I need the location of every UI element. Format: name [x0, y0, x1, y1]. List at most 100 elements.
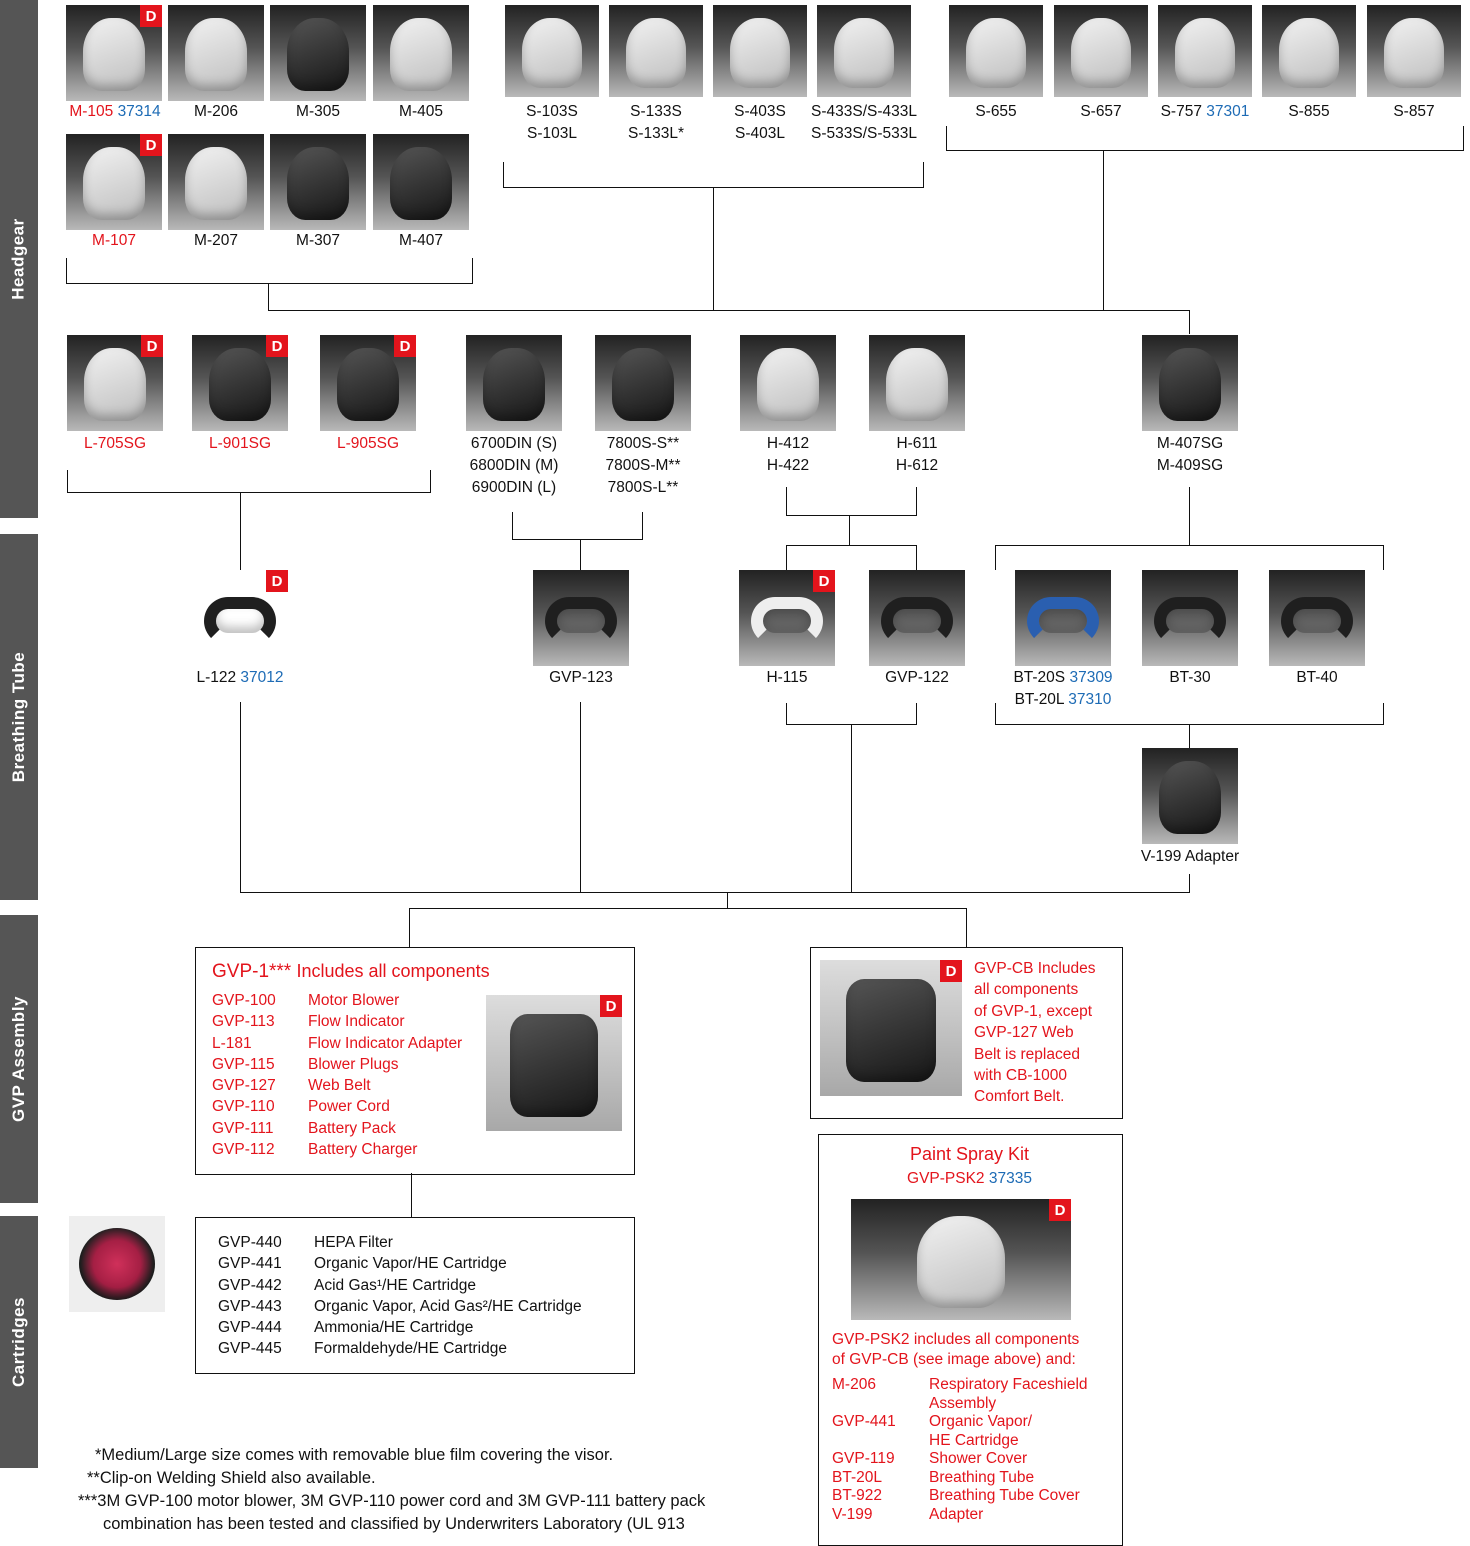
footnote-3: ***3M GVP-100 motor blower, 3M GVP-110 p…: [78, 1492, 706, 1510]
gvp1-part-desc: Flow Indicator Adapter: [308, 1034, 463, 1052]
product-image-s433: [817, 5, 911, 97]
cartridge-item-code: GVP-440: [218, 1234, 282, 1251]
product-image-gvp123: [533, 570, 629, 666]
gvp1-part-code: GVP-100: [212, 992, 276, 1009]
cartridge-item-desc: Ammonia/HE Cartridge: [314, 1319, 474, 1337]
discontinued-badge: D: [1049, 1199, 1071, 1221]
product-image-m407: [373, 134, 469, 230]
gvp1-part: GVP-112 Battery Charger: [212, 1139, 462, 1160]
paint-kit-part-desc: Adapter: [929, 1505, 984, 1523]
product-image-h412: [740, 335, 836, 431]
sidebar-label: Cartridges: [9, 1296, 28, 1388]
product-image-v199: [1142, 748, 1238, 844]
gvp1-part-code: GVP-115: [212, 1055, 275, 1073]
product-label-gvp122: GVP-122: [885, 669, 949, 686]
footnote-1: *Medium/Large size comes with removable …: [95, 1446, 614, 1464]
gvp1-part-desc: Battery Charger: [308, 1141, 418, 1159]
cartridge-item-desc: HEPA Filter: [314, 1234, 393, 1251]
product-image-m307: [270, 134, 366, 230]
product-image-m207: [168, 134, 264, 230]
sidebar-label: GVP Assembly: [9, 995, 29, 1123]
product-label-m105: M-105 37314: [69, 103, 161, 120]
discontinued-badge: D: [813, 570, 835, 592]
product-image-m206: [168, 5, 264, 101]
product-image-h611: [869, 335, 965, 431]
footnote-4: combination has been tested and classifi…: [103, 1515, 685, 1533]
gvp1-part-code: GVP-111: [212, 1119, 274, 1137]
cartridge-item: GVP-440 HEPA Filter: [218, 1232, 582, 1253]
paint-kit-model: GVP-PSK2 37335: [907, 1170, 1032, 1187]
cartridge-item-code: GVP-441: [218, 1255, 282, 1273]
product-label-s855: S-855: [1288, 103, 1330, 120]
gvpcb-line: GVP-127 Web: [974, 1024, 1074, 1042]
product-image-6700din: [466, 335, 562, 431]
paint-kit-part-desc: Organic Vapor/HE Cartridge: [929, 1413, 1033, 1449]
product-label-gvp123: GVP-123: [549, 669, 613, 686]
paint-kit-part-code: GVP-441: [832, 1413, 896, 1430]
gvp1-part-code: GVP-127: [212, 1077, 276, 1095]
sidebar-headgear: Headgear: [0, 0, 38, 518]
sidebar-label: Headgear: [9, 218, 29, 300]
product-label-s657: S-657: [1080, 103, 1122, 120]
product-label-m305: M-305: [296, 103, 340, 120]
paint-kit-part: GVP-441 Organic Vapor/HE Cartridge: [832, 1413, 1088, 1450]
sidebar-breathing-tube: Breathing Tube: [0, 534, 38, 900]
product-image-cartridge: [69, 1216, 165, 1312]
sidebar-label: Breathing Tube: [9, 651, 29, 783]
product-image-l905: D: [320, 335, 416, 431]
discontinued-badge: D: [140, 5, 162, 27]
product-label-l901: L-901SG: [208, 435, 272, 452]
product-label-m206: M-206: [194, 103, 238, 120]
cartridges-box: [195, 1217, 635, 1374]
product-label-bt40: BT-40: [1296, 669, 1338, 686]
product-image-bt20: [1015, 570, 1111, 666]
product-image-gvp-psk2: D: [851, 1199, 1071, 1320]
gvp1-part-desc: Web Belt: [308, 1077, 371, 1095]
product-image-bt30: [1142, 570, 1238, 666]
product-image-s655: [949, 5, 1043, 97]
cartridge-item-desc: Acid Gas¹/HE Cartridge: [314, 1276, 476, 1294]
product-image-h115: D: [739, 570, 835, 666]
paint-kit-part-desc: Shower Cover: [929, 1450, 1028, 1467]
product-image-l901: D: [192, 335, 288, 431]
gvp1-title: GVP-1*** Includes all components: [212, 961, 490, 982]
product-label-s655: S-655: [975, 103, 1017, 120]
discontinued-badge: D: [600, 995, 622, 1017]
gvpcb-line: all components: [974, 981, 1079, 999]
gvpcb-line: with CB-1000: [974, 1067, 1068, 1085]
gvp1-part-code: GVP-112: [212, 1141, 275, 1159]
product-label-m107: M-107: [92, 232, 136, 249]
gvpcb-line: of GVP-1, except: [974, 1002, 1093, 1020]
gvp1-part: GVP-100 Motor Blower: [212, 990, 462, 1011]
product-label-m307: M-307: [296, 232, 340, 249]
gvp1-part-desc: Motor Blower: [308, 992, 400, 1009]
gvp1-part: GVP-127 Web Belt: [212, 1075, 462, 1096]
sidebar-gvp-assembly: GVP Assembly: [0, 915, 38, 1203]
product-label-bt30: BT-30: [1169, 669, 1211, 686]
product-image-s757: [1158, 5, 1252, 97]
product-image-gvp122: [869, 570, 965, 666]
product-image-s103: [505, 5, 599, 97]
product-image-7800s: [595, 335, 691, 431]
product-image-s855: [1262, 5, 1356, 97]
discontinued-badge: D: [940, 960, 962, 982]
product-label-l705: L-705SG: [83, 435, 147, 452]
